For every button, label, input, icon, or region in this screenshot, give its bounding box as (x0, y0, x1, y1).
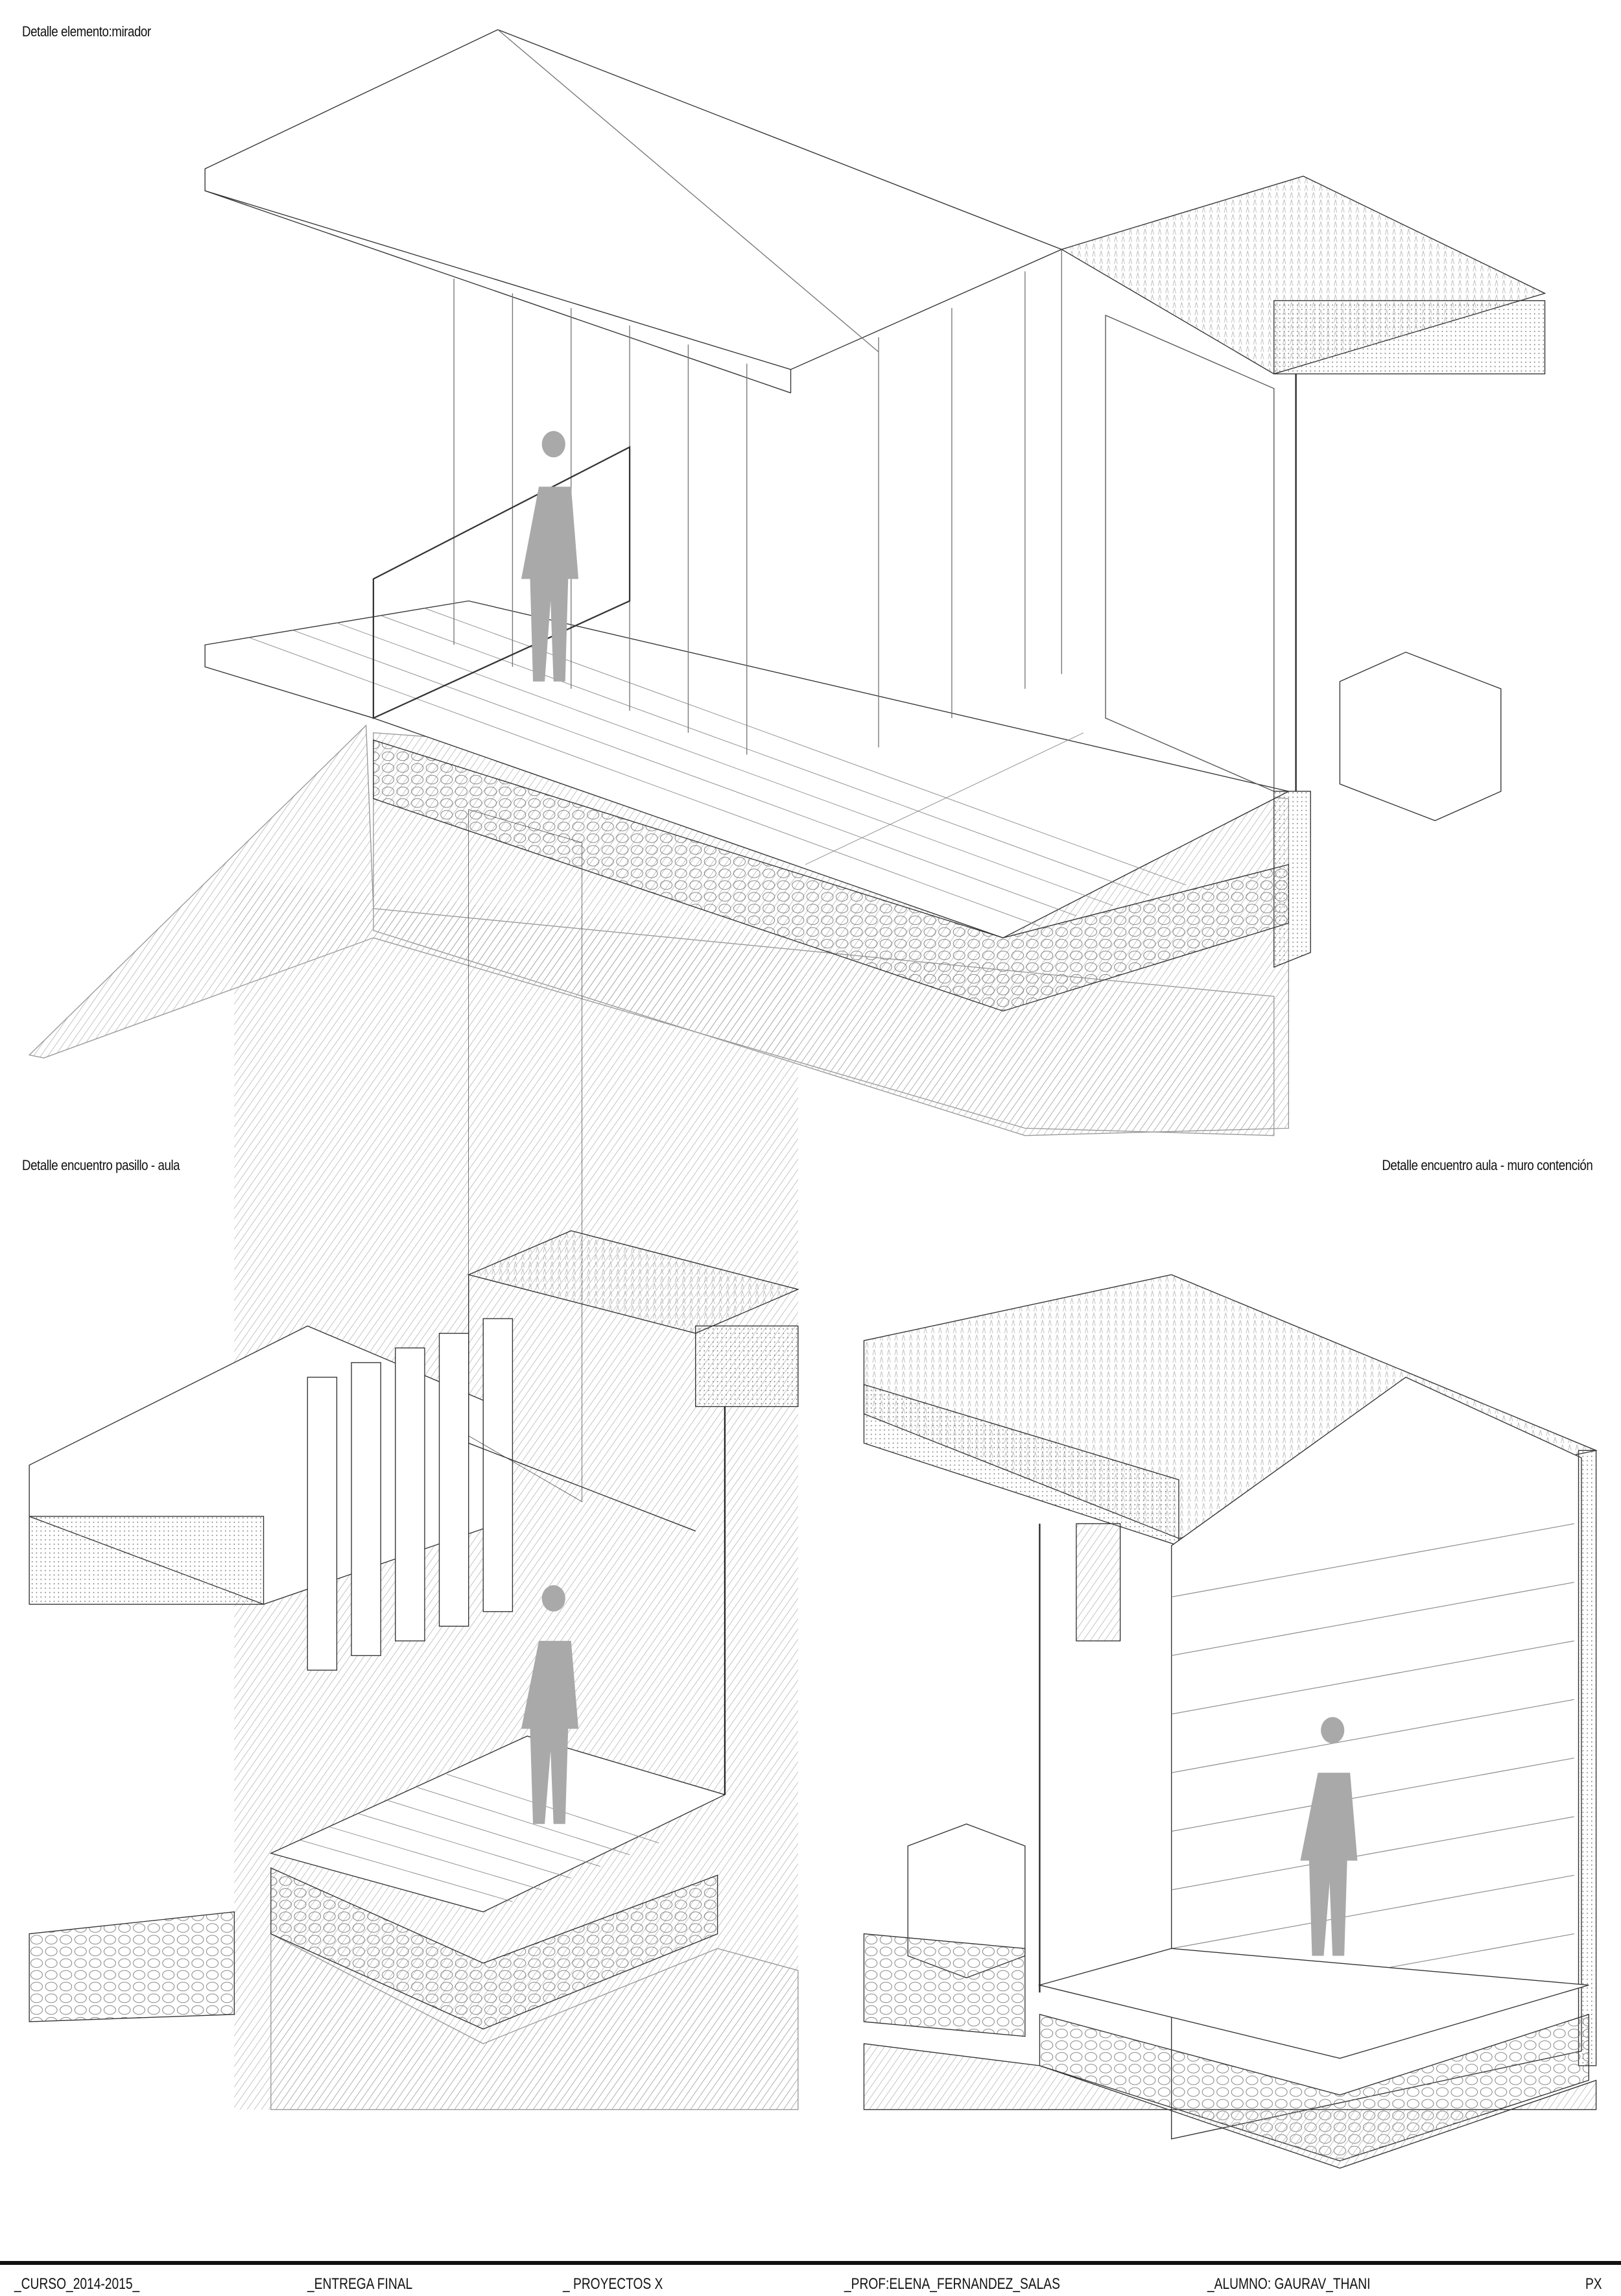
human-figure (521, 1585, 579, 1824)
furniture-block (1339, 651, 1502, 821)
retaining-wall (1578, 1450, 1597, 2066)
footer-entrega: _ENTREGA FINAL (307, 2275, 413, 2293)
drawing-title-aula-muro: Detalle encuentro aula - muro contención (1381, 1157, 1592, 1173)
foundation (863, 2043, 1597, 2169)
footer-profesor: _PROF:ELENA_FERNANDEZ_SALAS (844, 2275, 1060, 2293)
footer-curso: _CURSO_2014-2015_ (14, 2275, 140, 2293)
human-figure (1300, 1717, 1358, 1956)
retaining-wall (1273, 791, 1311, 968)
footer-rule (0, 2261, 1621, 2265)
corridor-floor-section (863, 1933, 1026, 2037)
classroom-box (468, 809, 583, 1502)
green-roof (467, 1230, 799, 1334)
floor-deck (1037, 1948, 1589, 2059)
wall-boards (1171, 1523, 1574, 2008)
roof-slab (204, 29, 1063, 370)
aula-muro-detail (863, 1274, 1598, 2169)
mirador-detail (28, 29, 1546, 1136)
gravel-layer (270, 1867, 718, 2030)
foundation-hatch (270, 1933, 799, 2111)
footer-code: PX (1585, 2275, 1602, 2293)
wall-panels (453, 249, 1062, 755)
green-roof-section (1273, 300, 1546, 375)
footer-alumno: _ALUMNO: GAURAV_THANI (1207, 2275, 1371, 2293)
floor-boards (248, 608, 1187, 927)
interior-window-wall (1105, 315, 1275, 793)
green-roof-section (695, 1325, 799, 1407)
floor-deck (204, 600, 1290, 939)
drawing-title-pasillo-aula: Detalle encuentro pasillo - aula (22, 1157, 180, 1173)
corridor-floor-section (29, 1911, 235, 2022)
human-figure (521, 431, 579, 682)
drawing-title-mirador: Detalle elemento:mirador (22, 23, 151, 40)
vertical-fins (307, 1318, 514, 1671)
floor-boards (300, 1774, 659, 1902)
column-section (1076, 1523, 1121, 1642)
roof-section (29, 1516, 265, 1605)
footer-proyectos: _ PROYECTOS X (563, 2275, 663, 2293)
pasillo-aula-detail (29, 809, 799, 2111)
title-block-footer: _CURSO_2014-2015_ _ENTREGA FINAL _ PROYE… (0, 2275, 1621, 2295)
